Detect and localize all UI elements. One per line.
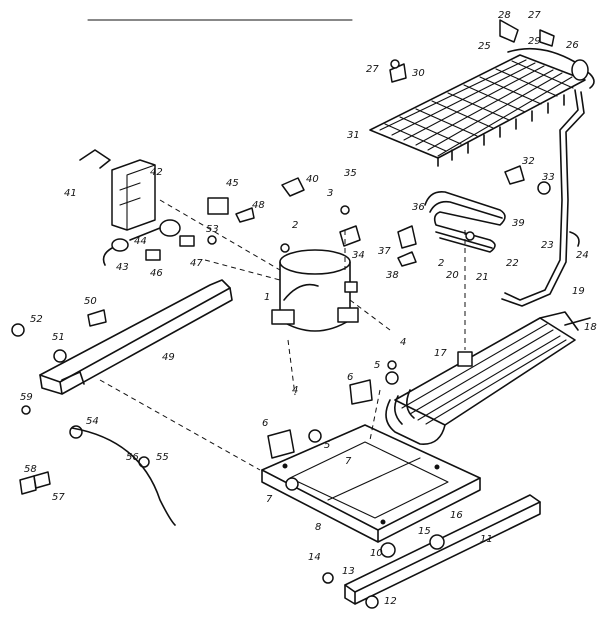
label-48: 48: [252, 200, 265, 211]
label-32: 32: [522, 156, 535, 167]
label-3: 3: [327, 188, 333, 199]
label-14: 14: [308, 552, 321, 563]
label-6a: 6: [347, 372, 353, 383]
label-24: 24: [576, 250, 589, 261]
label-43: 43: [116, 262, 129, 273]
label-40: 40: [306, 174, 319, 185]
label-11: 11: [480, 534, 493, 545]
label-10: 10: [370, 548, 383, 559]
label-30: 30: [412, 68, 425, 79]
label-13: 13: [342, 566, 355, 577]
label-4b: 4: [292, 385, 298, 396]
label-28: 28: [498, 10, 511, 21]
defrost-heater: [424, 190, 506, 253]
label-36: 36: [412, 202, 425, 213]
label-41: 41: [64, 188, 77, 199]
label-35: 35: [344, 168, 357, 179]
base-pan: [261, 424, 481, 543]
relay-assembly: [79, 149, 195, 266]
bracket: [39, 279, 233, 395]
label-8: 8: [315, 522, 321, 533]
label-5a: 5: [374, 360, 380, 371]
label-46: 46: [150, 268, 163, 279]
label-55: 55: [156, 452, 169, 463]
label-7b: 7: [266, 494, 273, 505]
label-31: 31: [347, 130, 360, 141]
label-29: 29: [528, 36, 541, 47]
condenser: [385, 311, 579, 445]
label-57: 57: [52, 492, 65, 503]
label-15: 15: [418, 526, 431, 537]
label-51: 51: [52, 332, 65, 343]
label-52: 52: [30, 314, 43, 325]
label-12: 12: [384, 596, 397, 607]
part-labels: 1 2 2 3 4 4 5 5 6 6 7 7 8 10 11 12 13 14…: [20, 10, 597, 607]
label-4a: 4: [400, 337, 406, 348]
label-2b: 2: [438, 258, 444, 269]
label-34: 34: [352, 250, 365, 261]
label-27b: 27: [366, 64, 379, 75]
label-16: 16: [450, 510, 463, 521]
label-2a: 2: [292, 220, 298, 231]
label-53: 53: [206, 224, 219, 235]
label-49: 49: [162, 352, 175, 363]
label-42: 42: [150, 167, 163, 178]
label-59: 59: [20, 392, 33, 403]
label-45: 45: [226, 178, 239, 189]
label-17: 17: [434, 348, 447, 359]
label-20: 20: [446, 270, 459, 281]
label-39: 39: [512, 218, 525, 229]
small-parts: [11, 19, 591, 609]
connector-lines: [99, 199, 466, 471]
rail: [344, 494, 541, 605]
label-54: 54: [86, 416, 99, 427]
label-19: 19: [572, 286, 585, 297]
label-33: 33: [542, 172, 555, 183]
label-47: 47: [190, 258, 203, 269]
label-25: 25: [478, 41, 491, 52]
label-44: 44: [134, 236, 147, 247]
label-23: 23: [541, 240, 554, 251]
compressor: [271, 249, 359, 332]
label-5b: 5: [324, 440, 330, 451]
label-21: 21: [476, 272, 489, 283]
label-7a: 7: [345, 456, 352, 467]
label-1: 1: [264, 292, 270, 303]
label-58: 58: [24, 464, 37, 475]
label-18: 18: [584, 322, 597, 333]
label-26: 26: [566, 40, 579, 51]
label-37: 37: [378, 246, 391, 257]
evaporator-coil: [369, 47, 595, 307]
label-27a: 27: [528, 10, 541, 21]
label-38: 38: [386, 270, 399, 281]
label-6b: 6: [262, 418, 268, 429]
label-56: 56: [126, 452, 139, 463]
label-50: 50: [84, 296, 97, 307]
label-22: 22: [506, 258, 519, 269]
